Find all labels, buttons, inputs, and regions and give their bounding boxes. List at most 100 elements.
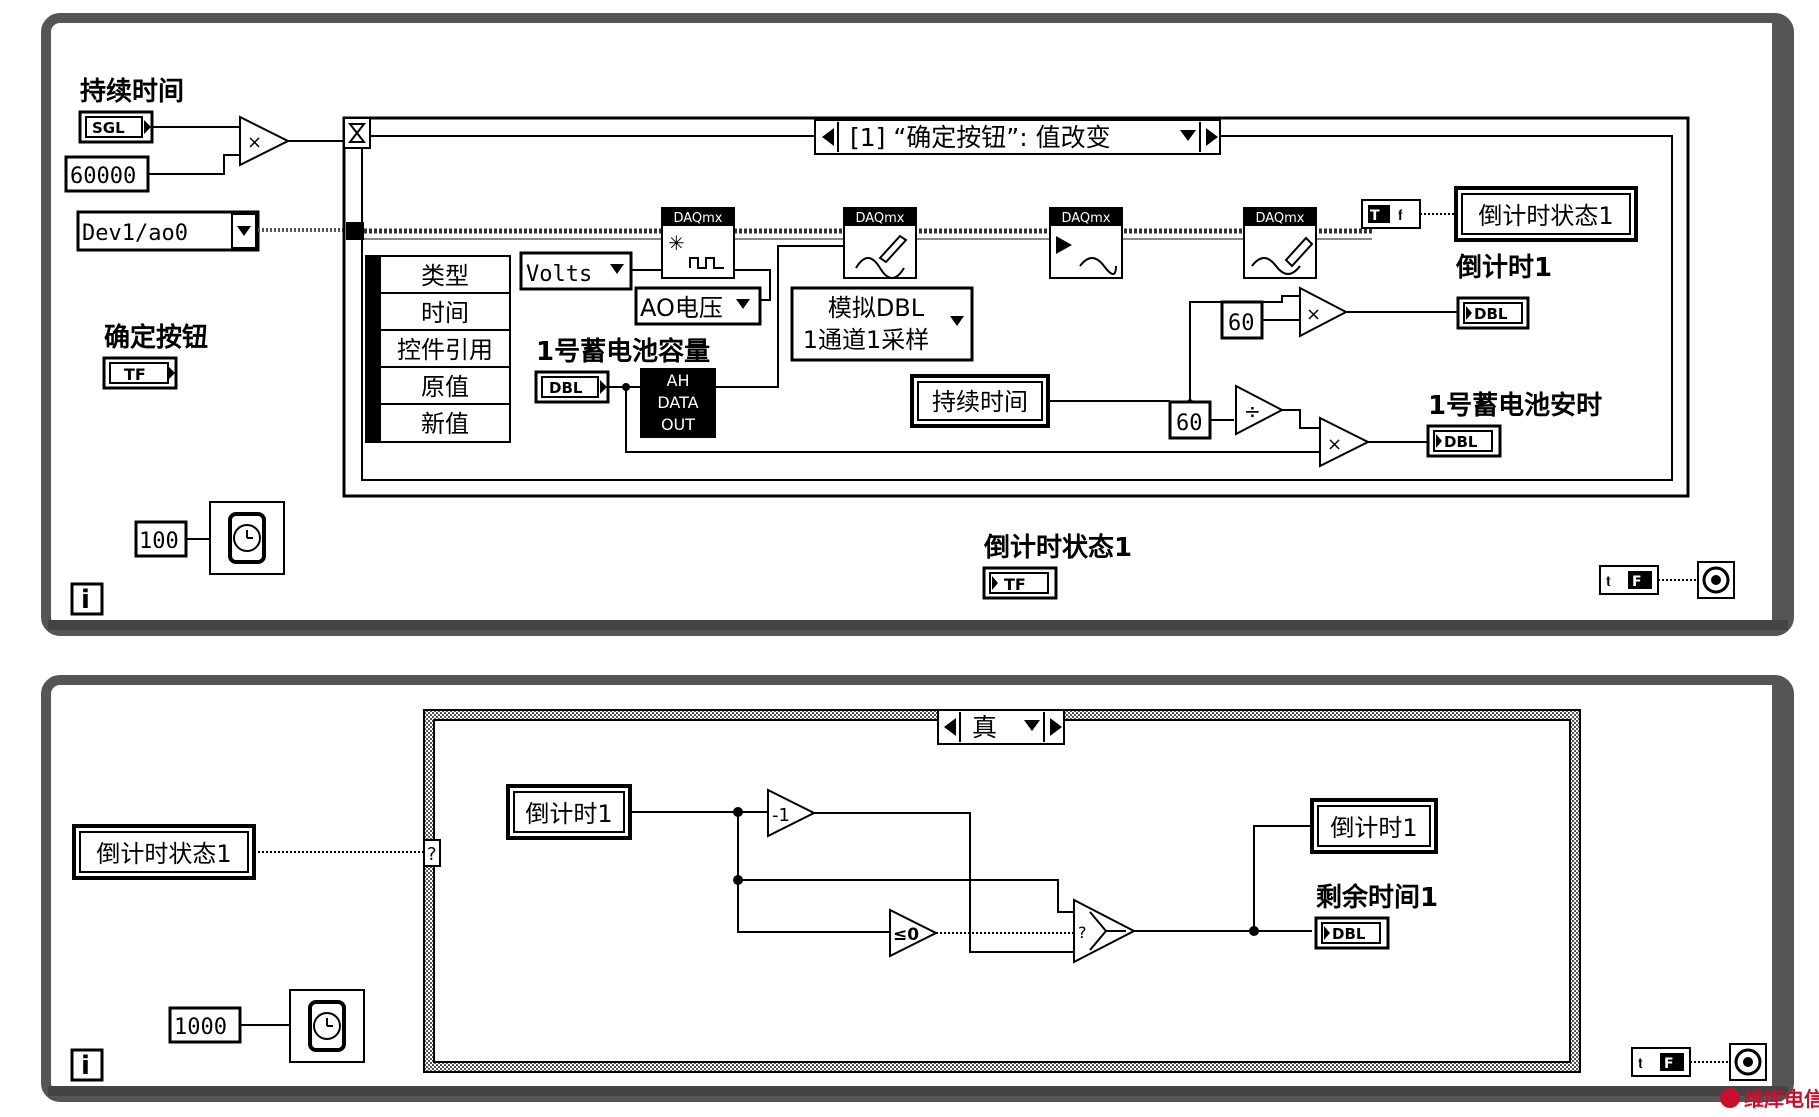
dropdown-arrow-icon bbox=[1024, 720, 1040, 731]
pencil-icon bbox=[878, 234, 908, 264]
event-data-newval: 新值 bbox=[421, 410, 469, 438]
countdown-state-local-variable[interactable]: 倒计时状态1 bbox=[1454, 186, 1638, 242]
dropdown-arrow-icon bbox=[1180, 130, 1196, 141]
loop-condition-top bbox=[1697, 561, 1735, 599]
wait-const-1000[interactable]: 1000 bbox=[168, 1006, 242, 1044]
svg-text:𝐭: 𝐭 bbox=[1606, 574, 1611, 590]
event-data-node: 类型 时间 控件引用 原值 新值 bbox=[365, 255, 511, 443]
svg-text:60: 60 bbox=[1228, 311, 1255, 336]
case-selector[interactable]: 真 bbox=[937, 709, 1065, 745]
event-data-type: 类型 bbox=[421, 262, 469, 290]
multiply-node-countdown: × bbox=[1299, 286, 1349, 338]
countdown-local-write[interactable]: 倒计时1 bbox=[1310, 798, 1438, 854]
svg-text:DBL: DBL bbox=[1444, 433, 1478, 451]
remaining-time-label: 剩余时间1 bbox=[1316, 882, 1438, 913]
confirm-button-label: 确定按钮 bbox=[104, 322, 208, 353]
countdown-state-local-read[interactable]: 倒计时状态1 bbox=[72, 824, 256, 880]
wait-ms-node-bottom bbox=[289, 989, 365, 1063]
svg-text:≤0: ≤0 bbox=[893, 925, 919, 945]
countdown-label: 倒计时1 bbox=[1455, 253, 1552, 283]
svg-text:1000: 1000 bbox=[174, 1015, 227, 1040]
svg-text:DBL: DBL bbox=[1474, 305, 1508, 323]
daqmx-start: DAQmx bbox=[1049, 207, 1123, 279]
svg-text:DATA: DATA bbox=[657, 393, 698, 412]
play-icon bbox=[1056, 236, 1072, 254]
battery-ah-label: 1号蓄电池安时 bbox=[1428, 391, 1602, 421]
device-channel-control[interactable]: Dev1/ao0 bbox=[76, 210, 260, 252]
svg-text:持续时间: 持续时间 bbox=[932, 388, 1028, 416]
svg-text:T: T bbox=[1370, 208, 1380, 224]
svg-text:DBL: DBL bbox=[549, 379, 583, 397]
duration-local-variable[interactable]: 持续时间 bbox=[910, 374, 1050, 428]
svg-text:[1] “确定按钮”: 值改变: [1] “确定按钮”: 值改变 bbox=[850, 123, 1111, 152]
select-node: ? bbox=[1073, 898, 1137, 964]
svg-text:真: 真 bbox=[972, 713, 997, 742]
countdown-local-read[interactable]: 倒计时1 bbox=[506, 784, 632, 840]
confirm-button-terminal[interactable]: TF bbox=[102, 356, 178, 390]
loop-condition-bottom bbox=[1729, 1043, 1767, 1081]
svg-text:✳: ✳ bbox=[668, 231, 685, 255]
svg-text:倒计时状态1: 倒计时状态1 bbox=[1478, 202, 1613, 230]
units-ring[interactable]: Volts bbox=[519, 251, 633, 291]
ah-data-out-block: AH DATA OUT bbox=[640, 368, 716, 438]
daqmx-write: DAQmx bbox=[843, 207, 917, 279]
svg-text:1通道1采样: 1通道1采样 bbox=[803, 326, 930, 354]
svg-text:×: × bbox=[1306, 304, 1321, 325]
svg-text:模拟DBL: 模拟DBL bbox=[828, 294, 925, 322]
svg-text:i: i bbox=[81, 585, 90, 615]
duration-label: 持续时间 bbox=[80, 76, 184, 107]
svg-text:DAQmx: DAQmx bbox=[1061, 211, 1110, 226]
svg-text:倒计时1: 倒计时1 bbox=[1330, 814, 1417, 842]
countdown-indicator: DBL bbox=[1456, 296, 1530, 330]
watermark: 维库电信 bbox=[1720, 1087, 1819, 1111]
multiply-node-ah: × bbox=[1319, 416, 1371, 468]
svg-text:?: ? bbox=[1078, 923, 1087, 942]
daqmx-create-channel: DAQmx ✳ bbox=[661, 207, 735, 279]
svg-text:100: 100 bbox=[139, 529, 179, 554]
increment-arrow-icon bbox=[1206, 128, 1218, 146]
remaining-time-indicator: DBL bbox=[1314, 916, 1390, 950]
daqmx-clear: DAQmx bbox=[1243, 207, 1317, 279]
battery-ah-indicator: DBL bbox=[1426, 424, 1502, 458]
const-60000[interactable]: 60000 bbox=[64, 155, 150, 193]
event-selector[interactable]: [1] “确定按钮”: 值改变 bbox=[814, 119, 1221, 155]
svg-text:F: F bbox=[1632, 574, 1642, 590]
top-while-loop bbox=[41, 13, 1794, 636]
svg-text:Volts: Volts bbox=[526, 262, 592, 287]
decrement-node: -1 bbox=[767, 788, 817, 838]
dropdown-arrow-icon bbox=[736, 299, 750, 309]
ao-voltage-ring[interactable]: AO电压 bbox=[634, 286, 762, 326]
svg-text:DAQmx: DAQmx bbox=[855, 211, 904, 226]
event-data-time: 时间 bbox=[421, 299, 469, 327]
const-60-upper[interactable]: 60 bbox=[1220, 300, 1264, 340]
stop-condition-top: F 𝐭 bbox=[1599, 565, 1659, 595]
dropdown-arrow-icon bbox=[950, 316, 964, 326]
countdown-state-indicator: TF bbox=[982, 566, 1058, 600]
iteration-terminal-top: i bbox=[70, 582, 104, 616]
bottom-while-loop bbox=[41, 675, 1794, 1102]
svg-text:𝐭: 𝐭 bbox=[1638, 1056, 1643, 1072]
svg-text:DAQmx: DAQmx bbox=[673, 211, 722, 226]
hourglass-icon bbox=[347, 123, 367, 143]
case-selector-terminal bbox=[423, 839, 441, 867]
svg-text:维库电信: 维库电信 bbox=[1744, 1087, 1819, 1111]
eraser-icon bbox=[1284, 236, 1314, 268]
write-mode-selector[interactable]: 模拟DBL 1通道1采样 bbox=[790, 286, 974, 362]
svg-text:OUT: OUT bbox=[661, 415, 695, 434]
duration-control[interactable]: SGL bbox=[78, 110, 154, 144]
svg-text:𝐟: 𝐟 bbox=[1398, 208, 1403, 224]
svg-text:倒计时状态1: 倒计时状态1 bbox=[96, 840, 231, 868]
svg-text:F: F bbox=[1664, 1056, 1674, 1072]
svg-text:AH: AH bbox=[667, 371, 690, 390]
svg-text:÷: ÷ bbox=[1244, 399, 1261, 423]
wait-const-100[interactable]: 100 bbox=[134, 520, 188, 558]
true-constant[interactable]: T 𝐟 bbox=[1361, 199, 1421, 229]
svg-text:i: i bbox=[81, 1051, 90, 1081]
const-60-lower[interactable]: 60 bbox=[1168, 400, 1212, 440]
battery-capacity-control[interactable]: DBL bbox=[534, 370, 610, 404]
wait-ms-node bbox=[209, 501, 285, 575]
svg-text:AO电压: AO电压 bbox=[640, 294, 723, 322]
increment-arrow-icon bbox=[1050, 718, 1062, 736]
dropdown-arrow-icon bbox=[610, 264, 624, 274]
